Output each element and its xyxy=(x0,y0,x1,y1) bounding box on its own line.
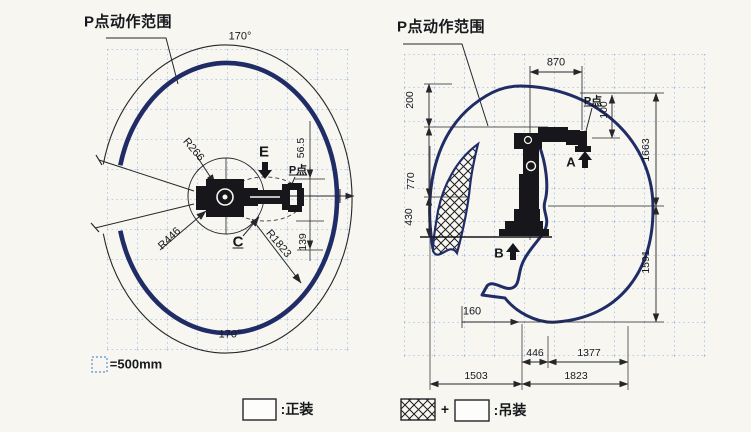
right-diagram-title: P点动作范围 xyxy=(396,18,486,36)
legend-suspended-label: :吊装 xyxy=(493,402,527,418)
robot-side-view-silhouette xyxy=(499,127,591,236)
wedge-line-upper xyxy=(98,159,195,192)
c-leader xyxy=(242,216,260,237)
p-point-label-right: P点 xyxy=(583,95,603,108)
dim-160-label: 160 xyxy=(462,305,482,318)
left-angle-bottom: 170° xyxy=(218,328,242,341)
left-angle-top: 170° xyxy=(228,30,252,43)
suspended-extra-range xyxy=(431,141,480,256)
label-a: A xyxy=(566,154,576,170)
grid-scale-swatch xyxy=(91,356,108,373)
dim-1503-label: 1503 xyxy=(464,369,488,382)
dim-446-label: 446 xyxy=(526,346,544,359)
dim-430-label: 430 xyxy=(402,208,415,226)
left-diagram-title: P点动作范围 xyxy=(83,13,173,31)
wedge-tick-lower xyxy=(90,222,100,233)
dim-870-label: 870 xyxy=(546,56,566,69)
dim-139-label: 139 xyxy=(296,233,309,251)
legend-plus: + xyxy=(440,401,450,417)
title-leader-left xyxy=(106,37,179,85)
arrow-up-a-icon xyxy=(578,151,592,168)
dim-1377-label: 1377 xyxy=(577,346,601,359)
legend-box-suspended xyxy=(454,399,490,422)
label-c: C xyxy=(232,233,244,251)
wedge-line-lower xyxy=(94,203,195,229)
dim-1663-label: 1663 xyxy=(639,138,652,162)
dim-1591-label: 1591 xyxy=(639,250,652,274)
left-top-view xyxy=(90,37,355,373)
wedge-tick-upper xyxy=(95,154,103,166)
grid-scale-label: =500mm xyxy=(109,356,163,372)
p-point-label-left: P点 xyxy=(288,164,308,177)
legend-box-normal xyxy=(242,398,277,421)
legend-graphics xyxy=(242,398,490,422)
r1823-leader xyxy=(251,218,302,284)
p-point-leader-right xyxy=(585,107,593,132)
arrow-up-b-icon xyxy=(506,243,520,260)
dim-200-label: 200 xyxy=(403,91,416,109)
dim-770-label: 770 xyxy=(404,172,417,190)
label-b: B xyxy=(494,245,504,261)
arrow-down-e-icon xyxy=(258,162,272,179)
dim-1823-label: 1823 xyxy=(564,369,588,382)
legend-box-hatched xyxy=(400,398,436,421)
dim-56-5-label: 56.5 xyxy=(294,137,307,159)
label-e: E xyxy=(258,143,270,161)
legend-normal-label: :正装 xyxy=(280,401,314,417)
dim-100-label: 100 xyxy=(597,101,610,119)
envelope-circle xyxy=(118,60,340,336)
right-side-view xyxy=(403,43,706,390)
robot-top-view xyxy=(196,179,304,217)
r446-leader xyxy=(159,210,207,251)
